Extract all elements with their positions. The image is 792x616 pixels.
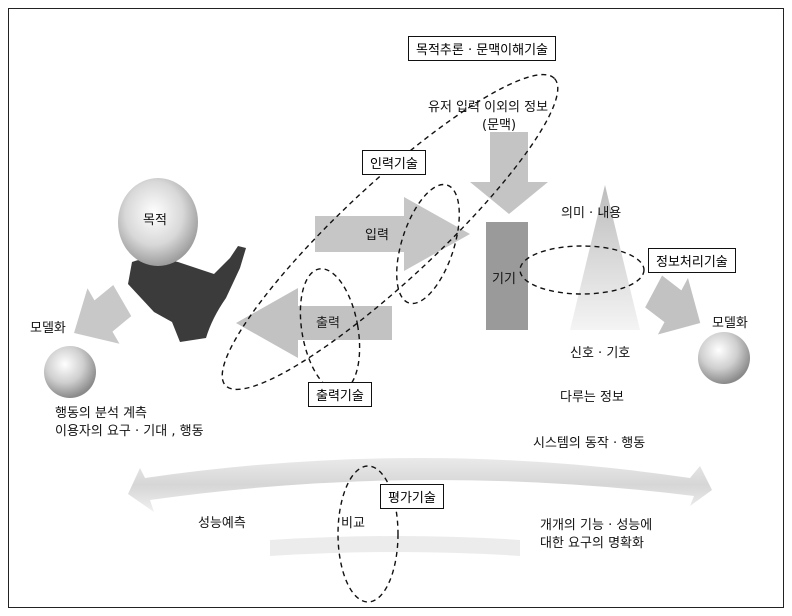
device-text: 기기 bbox=[492, 272, 516, 287]
info-processing-label: 정보처리기술 bbox=[656, 255, 728, 270]
diagram-frame bbox=[8, 8, 784, 608]
evaluation-faint-band bbox=[270, 536, 520, 556]
info-processing-ellipse bbox=[519, 245, 645, 295]
input-arrow bbox=[315, 197, 470, 271]
purpose-text: 목적 bbox=[143, 213, 167, 228]
person-head bbox=[118, 178, 198, 266]
person-body bbox=[128, 246, 246, 342]
requirement-line1-text: 개개의 기능 · 성능에 bbox=[540, 518, 653, 533]
comparison-text: 비교 bbox=[341, 516, 365, 531]
purpose-inference-box: 목적추론 · 문맥이해기술 bbox=[408, 36, 556, 61]
signal-text: 신호 · 기호 bbox=[570, 346, 631, 361]
input-tech-label: 인력기술 bbox=[370, 157, 418, 172]
context-arrow bbox=[470, 132, 548, 214]
output-text: 출력 bbox=[316, 316, 340, 331]
user-needs-text: 이용자의 요구 · 기대 , 행동 bbox=[55, 424, 204, 439]
input-tech-ellipse bbox=[396, 183, 460, 305]
output-arrow bbox=[236, 288, 392, 358]
evaluation-box: 평가기술 bbox=[380, 484, 444, 509]
output-tech-label: 출력기술 bbox=[316, 389, 364, 404]
meaning-text: 의미 · 내용 bbox=[561, 206, 622, 221]
behavior-analysis-text: 행동의 분석 계측 bbox=[55, 406, 147, 421]
user-other-info-text: 유저 입력 이외의 정보 bbox=[428, 100, 549, 115]
modeling-arrow-right bbox=[645, 275, 701, 335]
handled-info-text: 다루는 정보 bbox=[560, 390, 624, 405]
input-tech-box: 인력기술 bbox=[362, 150, 426, 175]
device-block bbox=[486, 222, 528, 330]
evaluation-label: 평가기술 bbox=[388, 491, 436, 506]
evaluation-ellipse bbox=[337, 465, 399, 603]
info-processing-box: 정보처리기술 bbox=[648, 248, 736, 273]
output-tech-box: 출력기술 bbox=[308, 382, 372, 407]
purpose-inference-label: 목적추론 · 문맥이해기술 bbox=[416, 43, 548, 58]
evaluation-band bbox=[128, 458, 712, 512]
input-text: 입력 bbox=[365, 228, 389, 243]
context-text: (문맥) bbox=[482, 118, 517, 133]
modeling-right-text: 모델화 bbox=[712, 316, 748, 331]
modeling-left-text: 모델화 bbox=[30, 321, 66, 336]
sphere-left bbox=[44, 346, 96, 398]
requirement-line2-text: 대한 요구의 명확화 bbox=[540, 536, 644, 551]
system-behavior-text: 시스템의 동작 · 행동 bbox=[533, 436, 646, 451]
modeling-arrow-left bbox=[74, 284, 132, 344]
performance-prediction-text: 성능예측 bbox=[198, 516, 246, 531]
sphere-right bbox=[698, 332, 750, 384]
